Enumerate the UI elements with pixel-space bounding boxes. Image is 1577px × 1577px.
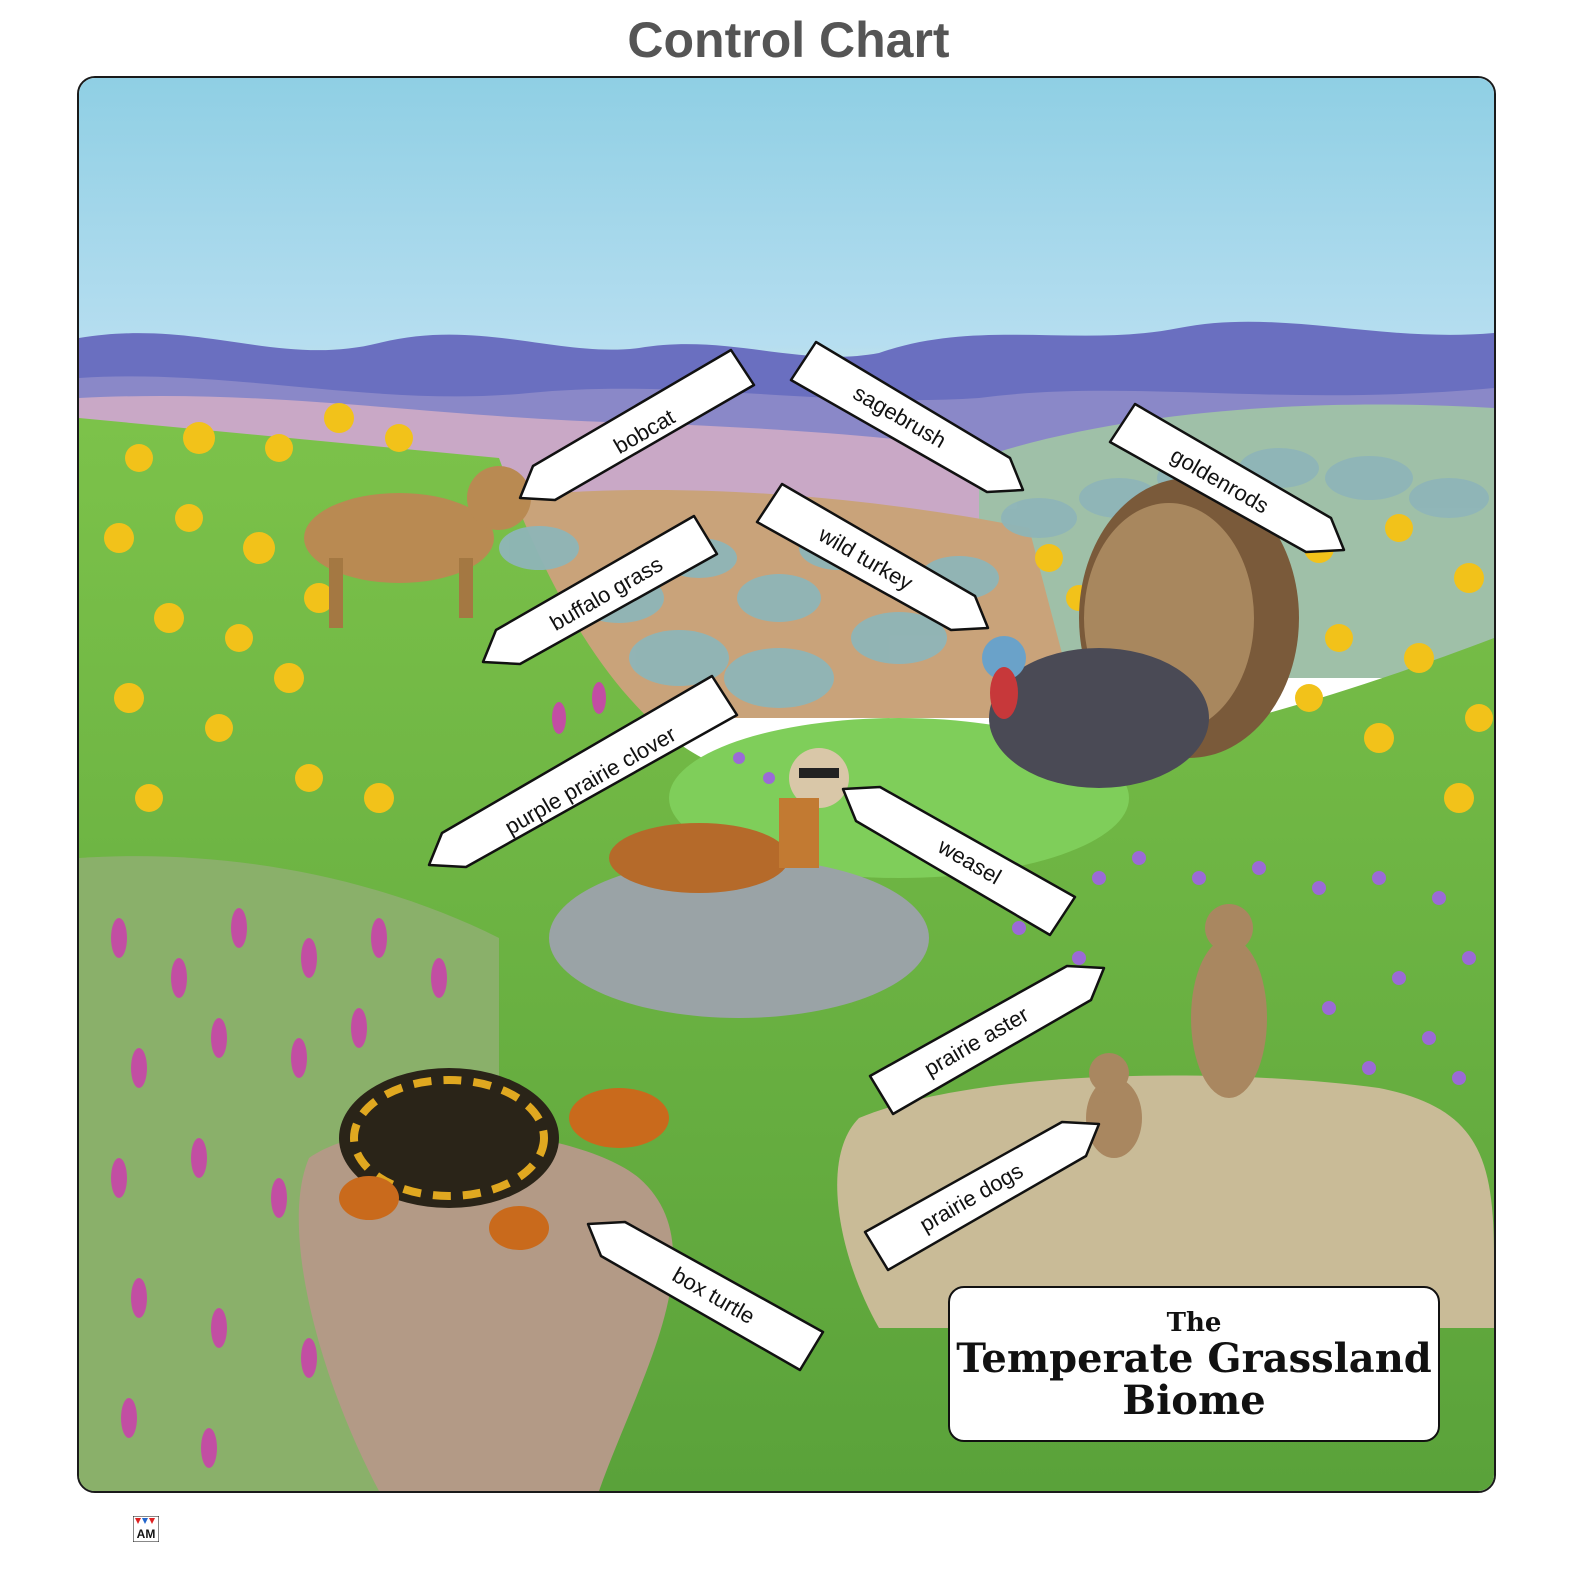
- page-title: Control Chart: [627, 12, 950, 68]
- boulder: [298, 1129, 674, 1491]
- bobcat-figure: [304, 466, 531, 628]
- biome-title-box: The Temperate Grassland Biome: [948, 1286, 1440, 1442]
- biome-title-main: Temperate Grassland: [956, 1335, 1432, 1382]
- rock: [549, 858, 929, 1018]
- grassland-illustration: [79, 78, 1494, 1491]
- box-turtle-figure: [339, 1068, 669, 1250]
- publisher-logo-text: AM: [137, 1527, 156, 1541]
- illustration-frame: [77, 76, 1496, 1493]
- biome-title-biome: Biome: [1122, 1377, 1266, 1424]
- biome-title-the: The: [1166, 1308, 1222, 1338]
- publisher-logo: AM: [133, 1516, 159, 1542]
